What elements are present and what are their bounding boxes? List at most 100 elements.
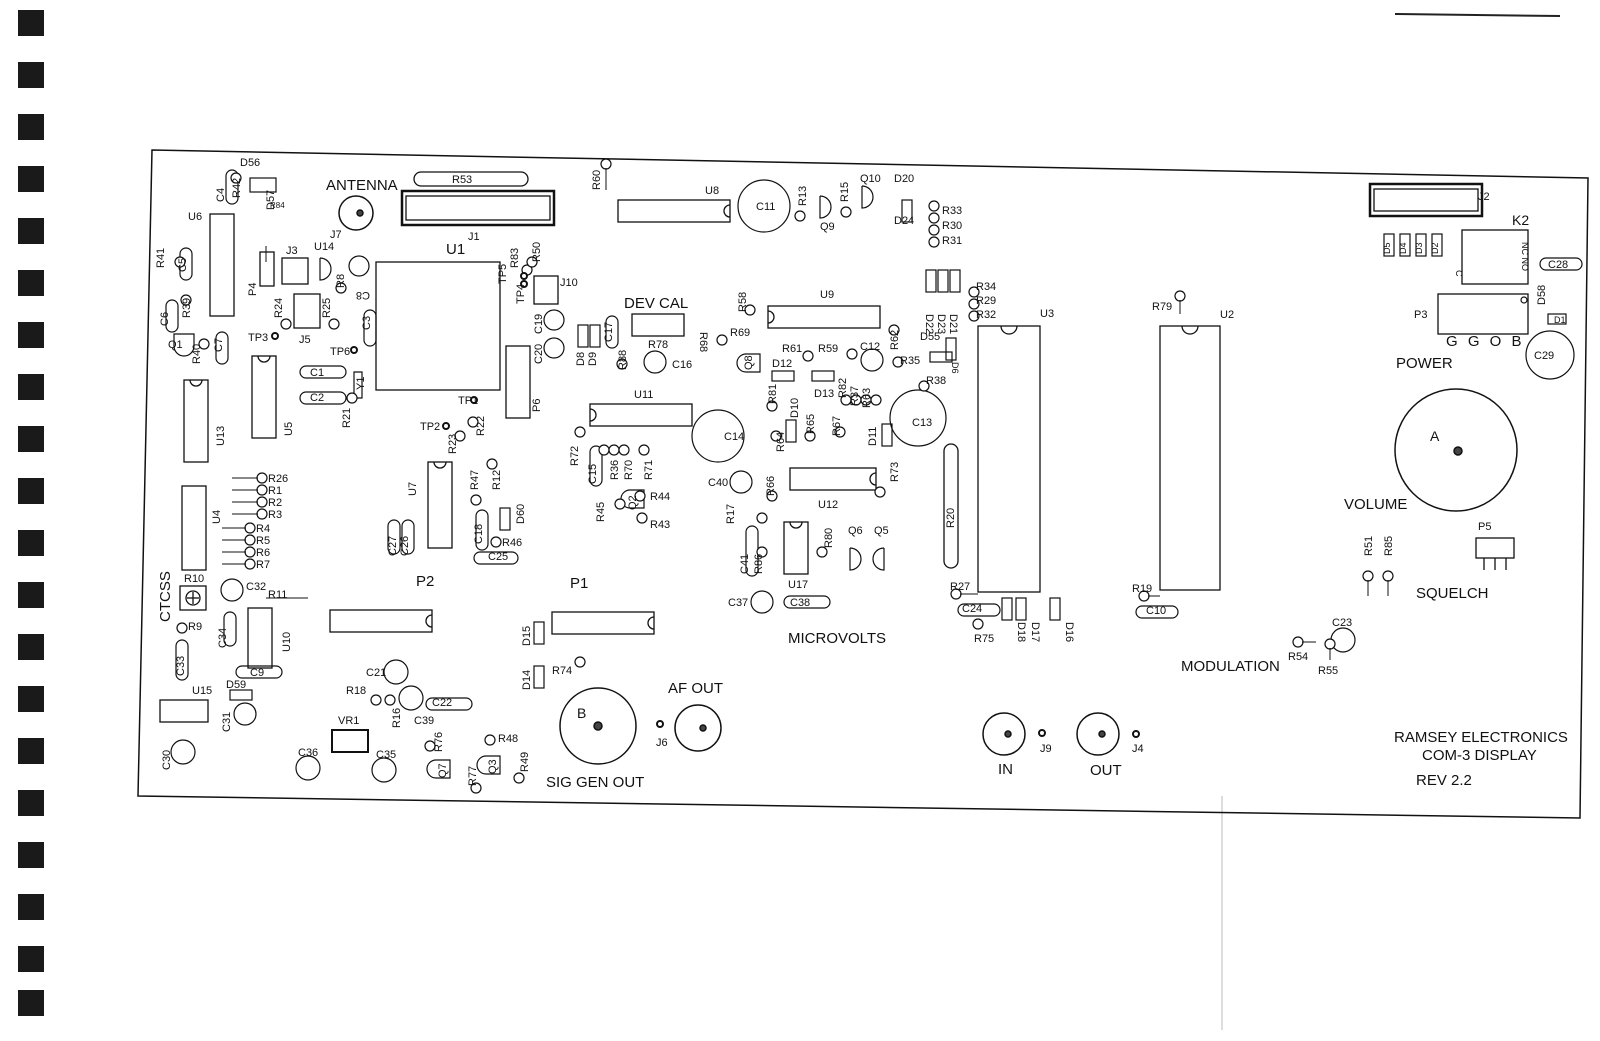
svg-text:R27: R27 [950,581,970,593]
svg-text:R66: R66 [765,476,777,496]
svg-text:Q8: Q8 [743,355,755,370]
svg-text:Q9: Q9 [820,221,835,233]
svg-text:C1: C1 [310,367,324,379]
svg-text:Q10: Q10 [860,173,881,185]
af-out-label: AF OUT [668,680,723,697]
svg-text:Q1: Q1 [168,339,183,351]
svg-text:C34: C34 [217,628,229,648]
antenna-jack [338,195,374,231]
svg-text:R29: R29 [976,295,996,307]
svg-text:R73: R73 [889,462,901,482]
svg-text:R83: R83 [509,248,521,268]
microvolts-label: MICROVOLTS [788,630,886,647]
svg-text:U3: U3 [1040,308,1054,320]
svg-text:TP1: TP1 [458,395,478,407]
svg-text:Y1: Y1 [355,377,367,390]
svg-text:U12: U12 [818,499,838,511]
svg-text:D14: D14 [521,670,533,690]
svg-text:R53: R53 [452,174,472,186]
svg-text:R62: R62 [889,330,901,350]
board-revision: REV 2.2 [1416,772,1472,789]
svg-text:C31: C31 [221,712,233,732]
svg-text:C27: C27 [387,536,399,556]
svg-text:D20: D20 [894,173,914,185]
svg-text:R19: R19 [1132,583,1152,595]
svg-text:D5: D5 [1382,242,1392,254]
svg-text:D60: D60 [515,504,527,524]
svg-text:D6: D6 [950,362,960,374]
svg-text:U9: U9 [820,289,834,301]
svg-text:R74: R74 [552,665,572,677]
svg-text:TP2: TP2 [420,421,440,433]
svg-text:D57: D57 [265,190,277,210]
svg-text:C3: C3 [361,316,373,330]
svg-text:D24: D24 [894,215,914,227]
svg-text:R13: R13 [797,186,809,206]
electrolytic-caps [170,179,1575,783]
svg-text:R35: R35 [900,355,920,367]
svg-text:R88: R88 [617,350,629,370]
svg-text:C18: C18 [473,524,485,544]
svg-text:R84: R84 [270,201,285,210]
svg-text:D2: D2 [1430,242,1440,254]
svg-text:P1: P1 [570,575,588,592]
svg-text:P3: P3 [1414,309,1427,321]
svg-text:D12: D12 [772,358,792,370]
svg-text:U10: U10 [281,632,293,652]
in-label: IN [998,761,1013,778]
svg-text:R5: R5 [256,535,270,547]
svg-text:C25: C25 [488,551,508,563]
svg-text:R2: R2 [268,497,282,509]
svg-text:R63: R63 [861,388,873,408]
svg-text:TP4: TP4 [515,284,527,304]
svg-text:U4: U4 [211,510,223,524]
svg-text:U6: U6 [188,211,202,223]
svg-text:C11: C11 [756,201,775,213]
svg-text:Q2: Q2 [627,495,639,510]
svg-text:R81: R81 [767,384,779,404]
svg-text:C36: C36 [298,747,318,759]
ic-packages [159,171,1529,753]
svg-text:R44: R44 [650,491,670,503]
svg-text:R11: R11 [268,589,287,601]
svg-text:D8: D8 [575,352,587,366]
svg-text:D18: D18 [1015,622,1027,642]
svg-text:R3: R3 [268,509,282,521]
dev-cal-label: DEV CAL [624,295,688,312]
svg-text:R43: R43 [650,519,670,531]
svg-text:C40: C40 [708,477,728,489]
svg-text:R50: R50 [531,242,543,262]
af-out-jack [674,704,722,752]
svg-text:C16: C16 [672,359,692,371]
svg-text:Q5: Q5 [874,525,889,537]
svg-text:C35: C35 [376,749,396,761]
svg-text:C32: C32 [246,581,266,593]
svg-text:C14: C14 [724,431,744,443]
svg-text:P4: P4 [247,283,259,296]
svg-text:J1: J1 [468,231,480,243]
svg-text:R16: R16 [391,708,403,728]
svg-text:R37: R37 [849,386,861,406]
svg-text:J2: J2 [1478,191,1490,203]
svg-text:R32: R32 [976,309,996,321]
svg-text:U15: U15 [192,685,212,697]
knob-a-label: A [1430,428,1440,444]
svg-text:D58: D58 [1536,285,1548,305]
knobs [338,195,1518,765]
svg-text:R85: R85 [1383,536,1395,556]
svg-text:J9: J9 [1040,743,1052,755]
svg-text:U13: U13 [215,426,227,446]
svg-text:R30: R30 [942,220,962,232]
resistor-pads [174,158,1528,794]
svg-text:J4: J4 [1132,743,1144,755]
svg-text:R38: R38 [926,375,946,387]
svg-text:R72: R72 [569,446,581,466]
svg-text:D4: D4 [1398,242,1408,254]
svg-text:R54: R54 [1288,651,1308,663]
svg-text:C24: C24 [962,603,982,615]
svg-text:TP6: TP6 [330,346,350,358]
svg-text:C38: C38 [790,597,810,609]
svg-text:R23: R23 [447,434,459,454]
